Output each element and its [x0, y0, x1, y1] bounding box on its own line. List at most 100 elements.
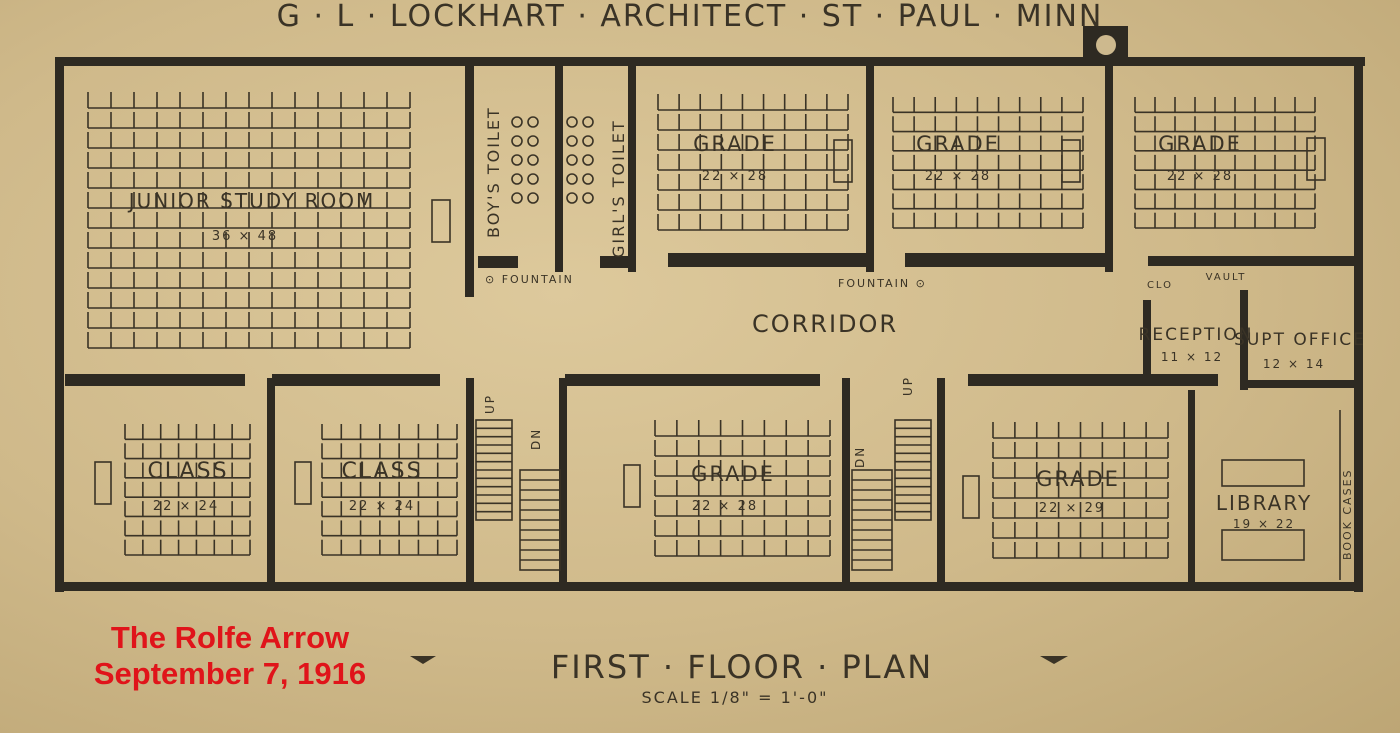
room-class-2-label: CLASS [341, 459, 422, 484]
wall-segment-1 [55, 57, 64, 592]
wall-segment-7 [866, 57, 874, 272]
teacher-desk-5 [294, 461, 312, 505]
wall-segment-4 [465, 57, 474, 297]
closet-label: CLO [1147, 280, 1173, 291]
wall-segment-0 [55, 57, 1365, 66]
girls-fixture-b-3 [582, 173, 594, 185]
stair-up-label-left: UP [483, 394, 497, 414]
wall-segment-21 [668, 253, 868, 267]
boys-fixture-3 [511, 173, 523, 185]
wall-segment-20 [600, 256, 635, 268]
source-caption: The Rolfe Arrow September 7, 1916 [30, 620, 430, 692]
desks-grade-2 [892, 97, 1084, 229]
room-library-size: 19 × 22 [1233, 517, 1295, 531]
walls [55, 26, 1365, 592]
room-reception-label: RECEPTION [1139, 325, 1254, 345]
girls-fixture-0 [566, 116, 578, 128]
girls-fixture-3 [566, 173, 578, 185]
plan-scale: SCALE 1/8" = 1'-0" [642, 688, 829, 707]
boys-fixture-b-0 [527, 116, 539, 128]
wall-segment-11 [565, 374, 820, 386]
book-cases-label: BOOK CASES [1341, 469, 1354, 561]
title-arrow-right [1040, 656, 1068, 664]
wall-segment-23 [1148, 256, 1354, 266]
room-class-1-label: CLASS [147, 459, 228, 484]
boys-fixture-b-2 [527, 154, 539, 166]
boys-fixture-b-4 [527, 192, 539, 204]
wall-segment-18 [1188, 390, 1195, 590]
girls-fixture-b-1 [582, 135, 594, 147]
wall-segment-17 [937, 378, 945, 588]
room-girls-toilet-label: GIRL'S TOILET [609, 119, 628, 258]
room-grade-5-label: GRADE [1036, 467, 1120, 491]
wall-segment-24 [1143, 300, 1151, 380]
vault-label: VAULT [1206, 272, 1247, 283]
girls-fixture-1 [566, 135, 578, 147]
room-junior-study-size: 36 × 48 [212, 229, 278, 244]
wall-segment-14 [466, 378, 474, 588]
wall-segment-6 [628, 57, 636, 272]
room-supt-office-size: 12 × 14 [1263, 357, 1325, 371]
room-reception-size: 11 × 12 [1161, 350, 1223, 364]
girls-fixture-b-0 [582, 116, 594, 128]
chimney-flue [1096, 35, 1116, 55]
wall-segment-8 [1105, 57, 1113, 272]
wall-segment-26 [1245, 380, 1360, 388]
wall-segment-10 [272, 374, 440, 386]
desks-grade-3 [1134, 97, 1316, 229]
architect-header: G · L · LOCKHART · ARCHITECT · ST · PAUL… [277, 0, 1104, 34]
room-grade-4-label: GRADE [691, 462, 775, 486]
wall-segment-13 [267, 378, 275, 588]
wall-segment-5 [555, 57, 563, 272]
girls-fixture-b-4 [582, 192, 594, 204]
wall-segment-16 [842, 378, 850, 588]
wall-segment-22 [905, 253, 1110, 267]
desks-grade-5 [992, 422, 1169, 559]
room-grade-3-size: 22 × 28 [1167, 169, 1233, 184]
desks-class-2 [321, 424, 458, 556]
boys-fixture-b-1 [527, 135, 539, 147]
desks-grade-4 [654, 420, 831, 557]
desks-class-1 [124, 424, 251, 556]
girls-fixture-2 [566, 154, 578, 166]
stair-dn-label-right: DN [853, 446, 867, 468]
wall-segment-2 [1354, 57, 1363, 592]
stair-right-a [851, 469, 893, 571]
stair-right-b [894, 419, 932, 521]
caption-publication: The Rolfe Arrow [110, 620, 350, 655]
room-boys-toilet-label: BOY'S TOILET [484, 106, 503, 238]
wall-segment-19 [478, 256, 518, 268]
teacher-desk-0 [431, 199, 451, 243]
teacher-desk-4 [94, 461, 112, 505]
teacher-desk-3 [1306, 137, 1326, 181]
room-grade-2-label: GRADE [916, 132, 1000, 156]
stair-dn-label-left: DN [529, 428, 543, 450]
desk-grids [87, 92, 1341, 580]
plan-title: FIRST · FLOOR · PLAN [551, 648, 933, 686]
wall-segment-9 [65, 374, 245, 386]
room-grade-5-size: 22 × 29 [1039, 501, 1105, 516]
caption-date: September 7, 1916 [93, 656, 367, 691]
room-junior-study-label: JUNIOR STUDY ROOM [127, 189, 375, 213]
room-supt-office-label-line: SUPT OFFICE [1234, 330, 1366, 350]
staircases [475, 419, 932, 571]
library-table-1 [1221, 459, 1305, 487]
title-arrow-left [410, 656, 436, 664]
room-class-1-size: 22 × 24 [153, 499, 219, 514]
wall-segment-15 [559, 378, 567, 588]
fountain-label-left: ⊙ FOUNTAIN [485, 273, 574, 286]
teacher-desk-6 [623, 464, 641, 508]
room-grade-4-size: 22 × 28 [692, 499, 758, 514]
boys-fixture-b-3 [527, 173, 539, 185]
wall-segment-25 [1240, 290, 1248, 390]
boys-fixture-4 [511, 192, 523, 204]
desks-grade-1 [657, 94, 849, 231]
room-grade-2-size: 22 × 28 [925, 169, 991, 184]
room-grade-1-label: GRADE [693, 132, 777, 156]
room-grade-1-size: 22 × 28 [702, 169, 768, 184]
boys-fixture-0 [511, 116, 523, 128]
library-table-2 [1221, 529, 1305, 561]
stair-up-label-right: UP [901, 376, 915, 396]
teacher-desk-2 [1061, 139, 1081, 183]
